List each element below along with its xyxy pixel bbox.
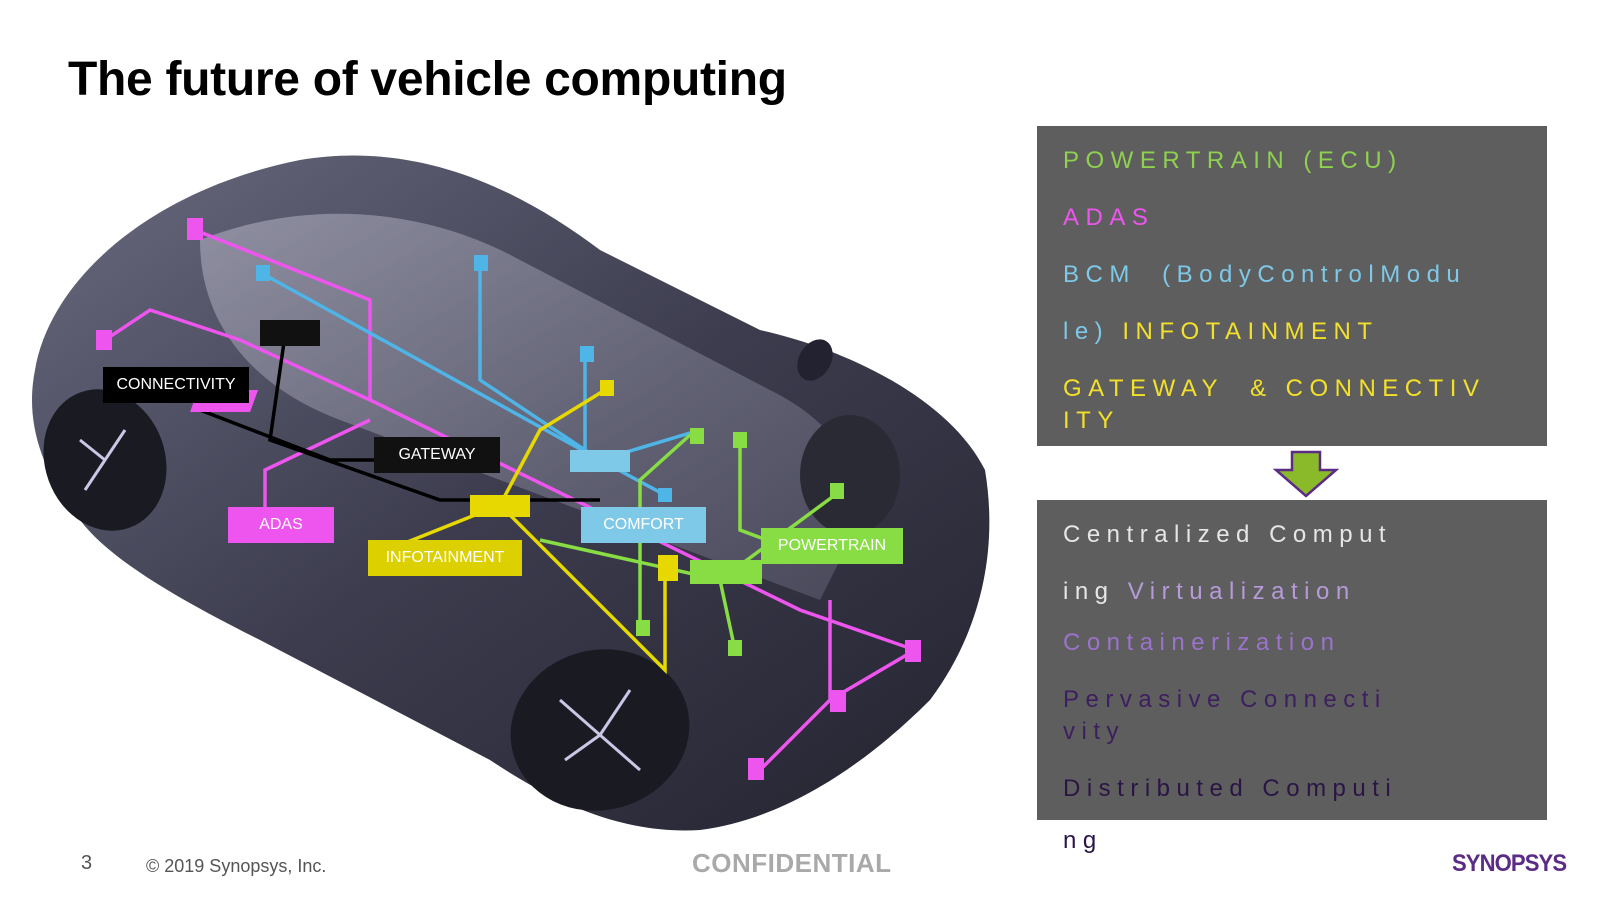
comfort-module-box	[570, 450, 630, 472]
distributed-computing-continued: ng	[1063, 827, 1103, 854]
powertrain-label: POWERTRAIN	[761, 528, 903, 564]
page-title: The future of vehicle computing	[68, 53, 787, 106]
pervasive-connectivity-text: Pervasive Connecti	[1063, 686, 1387, 713]
side-mirror-icon	[797, 339, 833, 381]
centralized-computing-text: Centralized Comput	[1063, 521, 1393, 548]
gateway-label: GATEWAY	[374, 437, 500, 473]
infotainment-text: INFOTAINMENT	[1122, 318, 1379, 345]
bcm-text: BCM (BodyControlModu	[1063, 261, 1467, 288]
front-right-wheel-icon	[800, 415, 900, 535]
infotainment-label: INFOTAINMENT	[368, 540, 522, 576]
infotainment-small-module	[658, 555, 678, 581]
virtualization-text: Virtualization	[1127, 578, 1356, 605]
bcm-infotainment-line: le) INFOTAINMENT	[1063, 317, 1379, 347]
confidential-label: CONFIDENTIAL	[692, 848, 892, 878]
bcm-text-continued: le)	[1063, 318, 1110, 345]
ecu-list-panel: POWERTRAIN (ECU) ADAS BCM (BodyControlMo…	[1037, 126, 1547, 446]
down-arrow-icon	[1272, 450, 1340, 498]
gateway-text: GATEWAY & CONNECTIV	[1063, 375, 1486, 402]
distributed-computing-text: Distributed Computi	[1063, 775, 1398, 802]
car-glass-canopy	[200, 213, 860, 601]
gateway-text-continued: ITY	[1063, 407, 1120, 434]
pervasive-connectivity-continued: vity	[1063, 718, 1125, 745]
gateway-module-box	[260, 320, 320, 346]
centralized-computing-continued: ing	[1063, 578, 1115, 605]
powertrain-module-box	[690, 560, 762, 584]
computing-virtualization-line: ing Virtualization	[1063, 577, 1356, 607]
wheel-spokes	[79, 429, 641, 772]
adas-label: ADAS	[228, 507, 334, 543]
synopsys-logo: SYNOPSYS	[1452, 850, 1567, 877]
containerization-text: Containerization	[1063, 629, 1341, 656]
infotainment-module-box	[470, 495, 530, 517]
connectivity-label: CONNECTIVITY	[103, 367, 249, 403]
computing-trends-panel: Centralized Comput ing Virtualization Co…	[1037, 500, 1547, 820]
adas-text: ADAS	[1063, 204, 1155, 231]
powertrain-text: POWERTRAIN (ECU)	[1063, 147, 1403, 174]
comfort-label: COMFORT	[581, 507, 706, 543]
connector-nodes	[96, 218, 921, 780]
copyright-text: © 2019 Synopsys, Inc.	[146, 856, 327, 876]
page-number: 3	[81, 852, 93, 874]
rear-left-wheel-icon	[510, 649, 690, 811]
